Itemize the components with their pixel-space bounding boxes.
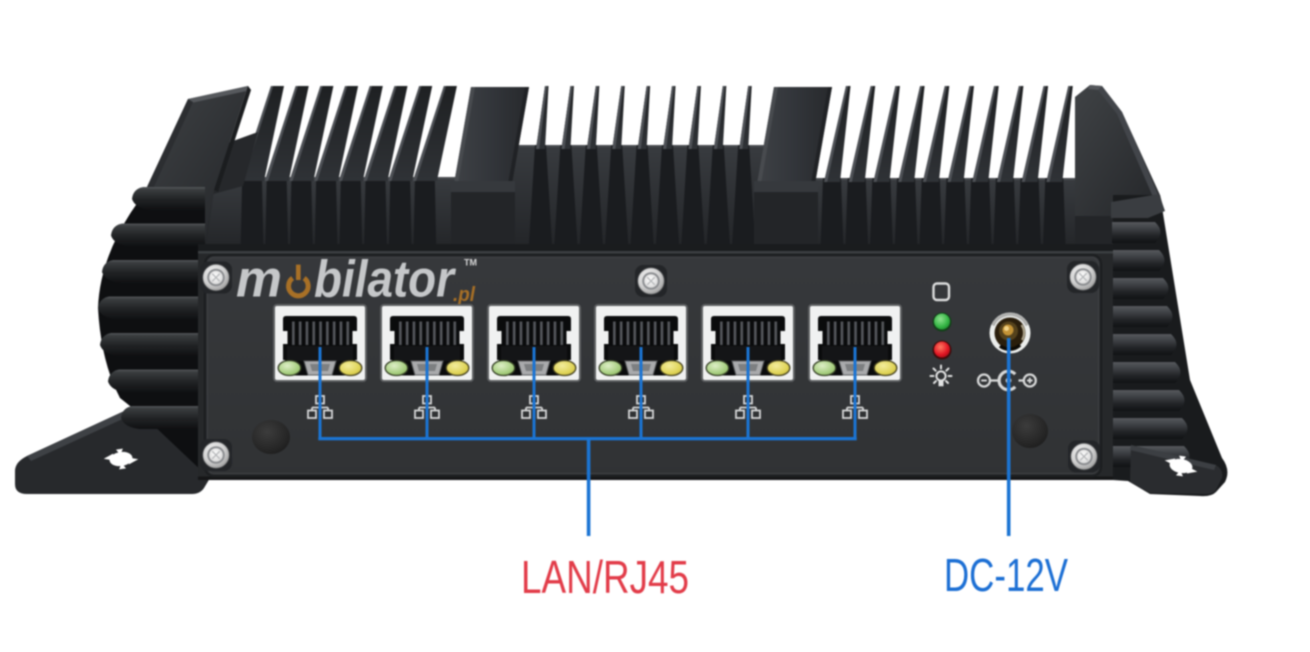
svg-text:DC-12V: DC-12V — [944, 549, 1068, 601]
svg-text:.pl: .pl — [453, 284, 475, 306]
svg-text:TM: TM — [464, 258, 477, 268]
svg-text:m: m — [236, 251, 282, 309]
svg-text:bilator: bilator — [314, 251, 456, 309]
svg-text:LAN/RJ45: LAN/RJ45 — [521, 551, 689, 603]
